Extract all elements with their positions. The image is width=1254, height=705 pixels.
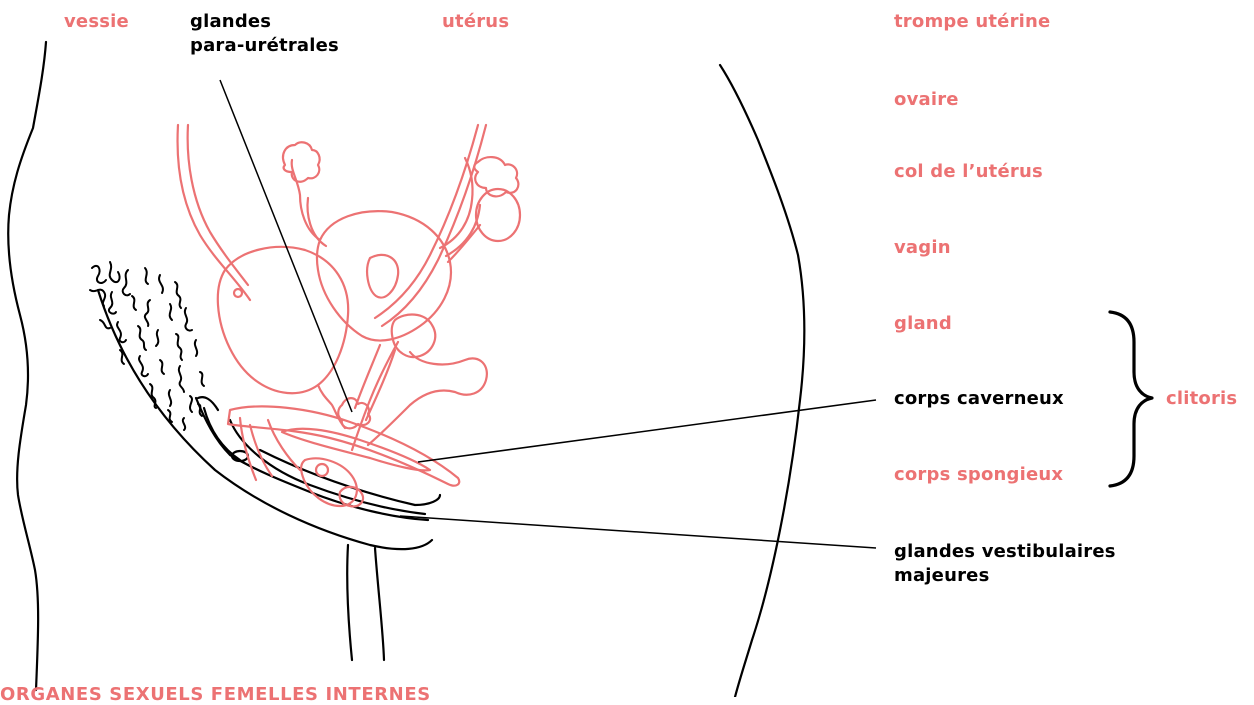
label-trompe-uterine: trompe utérine: [894, 10, 1050, 34]
label-vagin: vagin: [894, 236, 951, 260]
label-vessie: vessie: [64, 10, 129, 34]
body-outline: [8, 42, 804, 697]
label-corps-caverneux: corps caverneux: [894, 387, 1064, 411]
label-corps-spongieux: corps spongieux: [894, 463, 1063, 487]
label-glandes-para-line2: para-urétrales: [190, 34, 339, 58]
label-glandes-para-line1: glandes: [190, 10, 339, 34]
bladder: [218, 247, 348, 393]
back-outline: [8, 42, 46, 690]
label-ovaire: ovaire: [894, 88, 959, 112]
label-uterus: utérus: [442, 10, 509, 34]
leg-contour-2: [375, 548, 384, 660]
leader-glandes-vestibulaires: [400, 516, 876, 548]
label-col-uterus: col de l’utérus: [894, 160, 1043, 184]
left-fimbria: [283, 142, 320, 182]
ovary-ligament: [448, 225, 480, 262]
label-gland: gland: [894, 312, 952, 336]
leader-lines: [220, 80, 876, 548]
diagram-title: ORGANES SEXUELS FEMELLES INTERNES: [0, 684, 431, 705]
bladder-ureter: [234, 289, 242, 297]
pubic-hair: [90, 262, 204, 430]
leader-para-urethral: [220, 80, 352, 412]
thigh-outline: [98, 290, 432, 549]
label-clitoris: clitoris: [1166, 387, 1237, 411]
left-tube: [292, 160, 320, 240]
leader-corps-caverneux: [418, 400, 876, 462]
round-ligament: [375, 125, 486, 326]
left-tube-2: [308, 198, 326, 246]
leg-contour: [347, 545, 352, 660]
clitoris-bracket: [1110, 312, 1152, 486]
label-glandes-vestibulaires: glandes vestibulaires majeures: [894, 540, 1116, 588]
cervix: [392, 315, 436, 358]
right-fimbria: [474, 157, 518, 196]
uterus-body: [317, 211, 451, 340]
clitoris-body: [228, 406, 459, 485]
uterus-cavity: [367, 255, 398, 298]
label-glandes-vest-line2: majeures: [894, 564, 1116, 588]
right-tube: [440, 158, 473, 248]
vestibular-gland-2: [316, 464, 328, 476]
label-glandes-para-uretrales: glandes para-urétrales: [190, 10, 339, 58]
belly-outline: [720, 65, 804, 697]
label-glandes-vest-line1: glandes vestibulaires: [894, 540, 1116, 564]
